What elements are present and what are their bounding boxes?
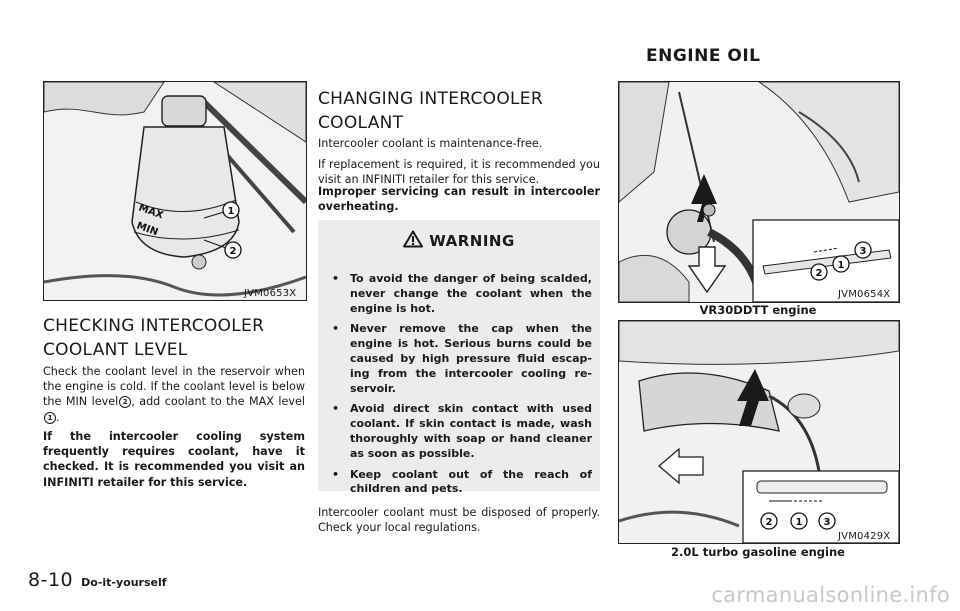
figure-code-1: JVM0653X <box>244 288 297 299</box>
vr30-callout-1: 1 <box>838 260 845 271</box>
figure-caption-3: 2.0L turbo gasoline engine <box>671 545 845 559</box>
figure-code-2: JVM0654X <box>838 289 891 300</box>
vr30-dipstick-figure: 2 1 3 <box>618 81 900 303</box>
vr30-callout-3: 3 <box>860 246 867 257</box>
page-footer: 8-10 Do-it-yourself <box>28 569 167 591</box>
changing-p2: If replacement is required, it is recomm… <box>318 158 600 187</box>
watermark: carmanualsonline.info <box>711 583 950 607</box>
reservoir-illustration: MAX MIN 1 2 <box>44 82 306 300</box>
vr30-callout-2: 2 <box>816 268 823 279</box>
callout-1: 1 <box>228 206 235 217</box>
warning-box: WARNING •To avoid the danger of being sc… <box>318 220 600 495</box>
checking-paragraph: Check the coolant level in the reservoir… <box>43 365 305 424</box>
vr30-illustration: 2 1 3 <box>619 82 899 302</box>
turbo-callout-3: 3 <box>824 517 831 528</box>
turbo-callout-2: 2 <box>766 517 773 528</box>
checking-note: If the intercooler cooling system freque… <box>43 430 305 489</box>
figure-caption-2: VR30DDTT engine <box>699 303 817 317</box>
page-number: 8-10 <box>28 569 74 591</box>
min-marker: 2 <box>119 396 132 409</box>
section-title: ENGINE OIL <box>646 46 761 66</box>
warning-item: •To avoid the danger of being scalded, n… <box>332 272 592 315</box>
changing-p3: Improper servicing can result in interco… <box>318 185 600 214</box>
max-marker: 1 <box>44 411 56 424</box>
checking-heading: CHECKING INTERCOOLER COOLANT LEVEL <box>43 316 265 360</box>
changing-p1: Intercooler coolant is maintenance-free. <box>318 137 543 150</box>
reservoir-figure: MAX MIN 1 2 <box>43 81 307 301</box>
callout-2: 2 <box>230 246 237 257</box>
warning-item: •Avoid direct skin contact with used coo… <box>332 402 592 460</box>
figure-code-3: JVM0429X <box>838 531 891 542</box>
warning-list: •To avoid the danger of being scalded, n… <box>330 272 592 503</box>
warning-triangle-icon <box>403 230 424 248</box>
warning-item: •Keep coolant out of the reach of childr… <box>332 467 592 496</box>
changing-heading: CHANGING INTERCOOLER COOLANT <box>318 89 543 133</box>
warning-title: WARNING <box>429 232 515 250</box>
disposal-paragraph: Intercooler coolant must be disposed of … <box>318 506 600 535</box>
turbo-illustration: 2 1 3 <box>619 321 899 543</box>
footer-section: Do-it-yourself <box>81 576 167 589</box>
turbo-callout-1: 1 <box>796 517 803 528</box>
turbo-dipstick-figure: 2 1 3 <box>618 320 900 544</box>
warning-item: •Never remove the cap when the engine is… <box>332 322 592 395</box>
warning-header: WARNING <box>318 230 600 250</box>
